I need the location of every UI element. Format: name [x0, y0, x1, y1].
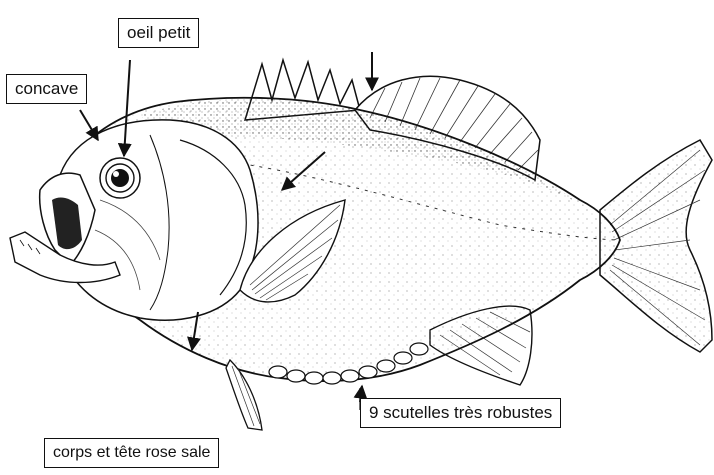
label-scutelles: 9 scutelles très robustes: [360, 398, 561, 428]
eye: [100, 158, 140, 198]
label-corps-couleur: corps et tête rose sale: [44, 438, 219, 468]
label-concave: concave: [6, 74, 87, 104]
arrow-to-concave: [80, 110, 98, 140]
label-oeil-petit: oeil petit: [118, 18, 199, 48]
